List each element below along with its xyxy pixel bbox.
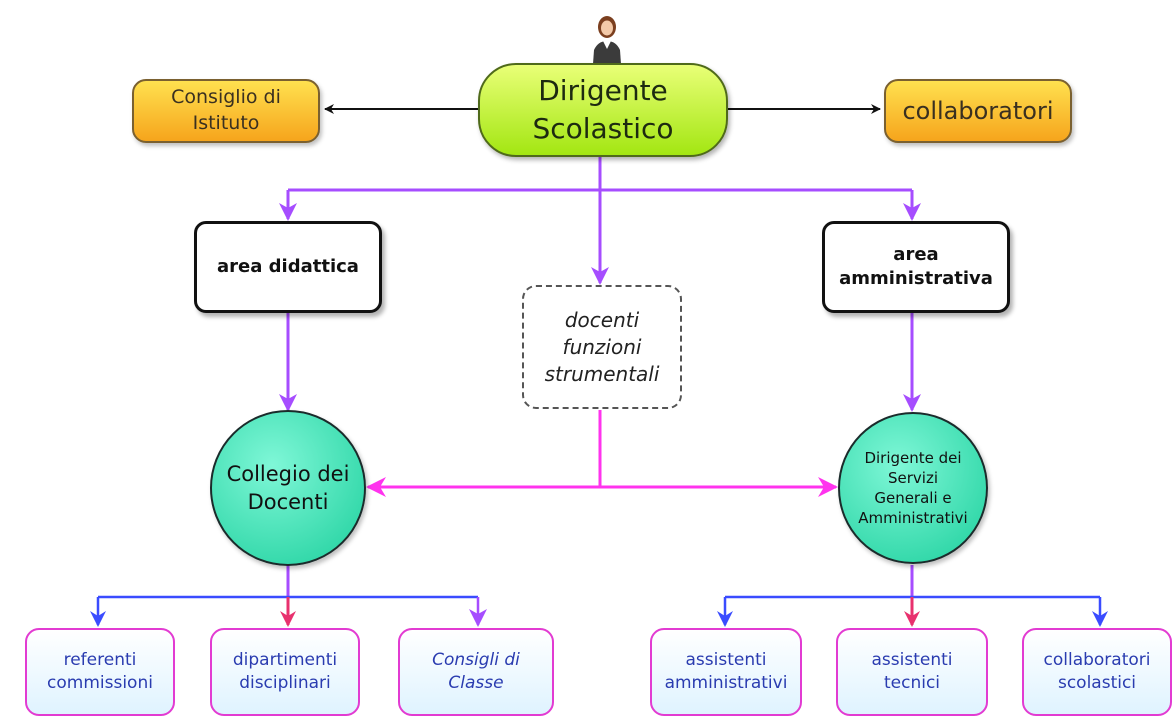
- node-assistenti-tecnici[interactable]: assistenti tecnici: [836, 628, 988, 716]
- node-area-didattica[interactable]: area didattica: [194, 221, 382, 313]
- node-collegio-docenti[interactable]: Collegio dei Docenti: [210, 410, 366, 566]
- node-referenti-commissioni[interactable]: referenti commissioni: [25, 628, 175, 716]
- node-dsga[interactable]: Dirigente dei Servizi Generali e Amminis…: [838, 412, 988, 564]
- node-collaboratori-scolastici[interactable]: collaboratori scolastici: [1022, 628, 1172, 716]
- node-dipartimenti-disciplinari[interactable]: dipartimenti disciplinari: [210, 628, 360, 716]
- node-assistenti-amministrativi[interactable]: assistenti amministrativi: [650, 628, 802, 716]
- connector-dirigente-branches: [288, 155, 912, 192]
- node-collaboratori[interactable]: collaboratori: [884, 79, 1072, 143]
- node-dirigente-scolastico[interactable]: Dirigente Scolastico: [478, 63, 728, 157]
- node-consigli-classe[interactable]: Consigli di Classe: [398, 628, 554, 716]
- person-avatar-icon: [593, 16, 621, 64]
- node-docenti-funzioni-strumentali[interactable]: docenti funzioni strumentali: [522, 285, 682, 409]
- node-consiglio-istituto[interactable]: Consiglio di Istituto: [132, 79, 320, 143]
- node-area-amministrativa[interactable]: area amministrativa: [822, 221, 1010, 313]
